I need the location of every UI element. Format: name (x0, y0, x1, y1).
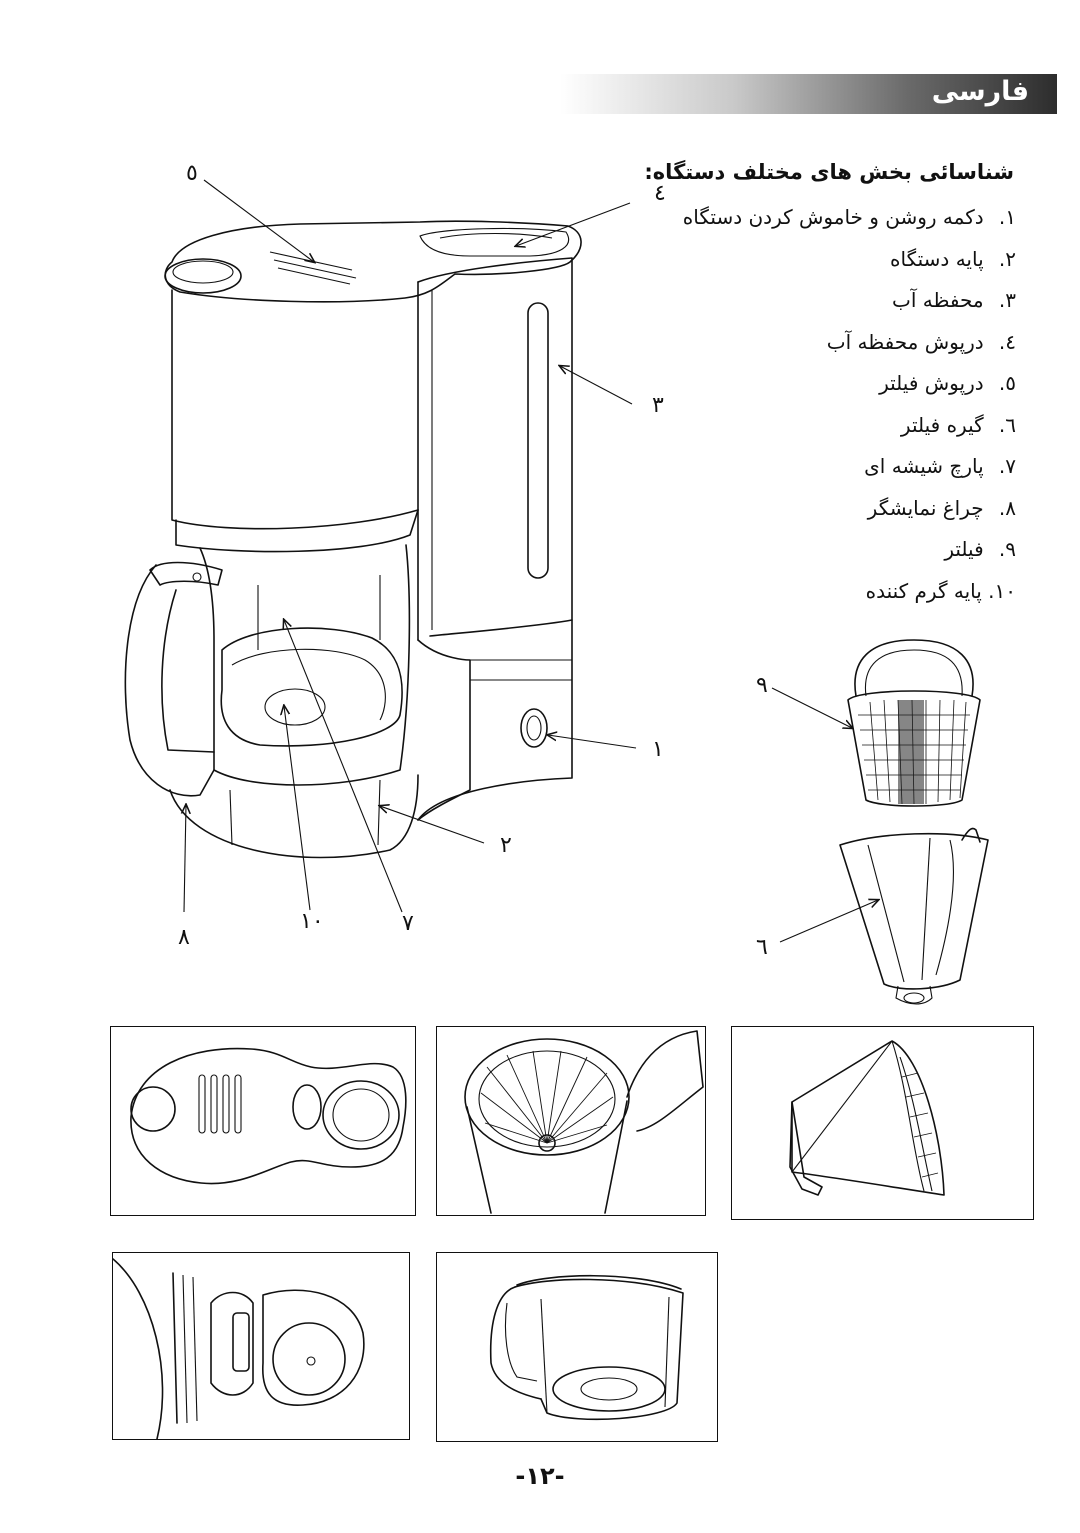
parts-list: ١. دکمه روشن و خاموش کردن دستگاه ٢. پایه… (616, 205, 1016, 620)
parts-list-item: ٥. درپوش فیلتر (879, 371, 1016, 395)
callout-leader-lines (184, 179, 878, 943)
parts-list-item: ٤. درپوش محفظه آب (826, 329, 1016, 354)
parts-list-item: ١. دکمه روشن و خاموش کردن دستگاه (682, 205, 1016, 229)
page-number: -١٢- (515, 1462, 565, 1490)
parts-list-item: ٦. گیره فیلتر (900, 412, 1016, 437)
callout-8: ٨ (178, 925, 190, 950)
parts-list-item: ٨. چراغ نمایشگر (867, 495, 1016, 520)
callout-10: ١٠ (300, 909, 324, 934)
callout-7: ٧ (402, 911, 414, 936)
callout-4: ٤ (654, 181, 666, 206)
detail-filter-holder-view (436, 1026, 706, 1216)
callout-3: ٣ (652, 393, 664, 418)
callout-9: ٩ (756, 673, 768, 698)
callout-5: ٥ (186, 161, 198, 186)
language-title: فارسی (931, 76, 1029, 107)
callout-6: ٦ (756, 935, 768, 960)
filter-basket-illustration (847, 639, 981, 807)
detail-lid-top-view (110, 1026, 416, 1216)
detail-water-reservoir-open (112, 1252, 410, 1440)
detail-glass-carafe (436, 1252, 718, 1442)
parts-list-item: ٧. پارچ شیشه ای (864, 454, 1016, 478)
filter-holder-illustration (839, 827, 989, 1005)
coffee-maker-illustration (124, 220, 582, 859)
callout-1: ١ (652, 737, 664, 762)
parts-heading: شناسائی بخش های مختلف دستگاه: (644, 160, 1014, 184)
parts-list-item: ٢. پایه دستگاه (890, 246, 1016, 271)
parts-list-item: ١٠. پایه گرم کننده (865, 578, 1016, 603)
language-header-bar: فارسی (560, 74, 1057, 114)
detail-filter-holder-side-view (731, 1026, 1034, 1220)
callout-2: ٢ (500, 833, 512, 858)
parts-list-item: ٣. محفظه آب (892, 288, 1016, 312)
parts-list-item: ٩. فیلتر (944, 537, 1016, 561)
coffee-maker-diagram: ١ ٢ ٣ ٤ ٥ ٦ ٧ ٨ ٩ ١٠ (124, 161, 989, 1005)
